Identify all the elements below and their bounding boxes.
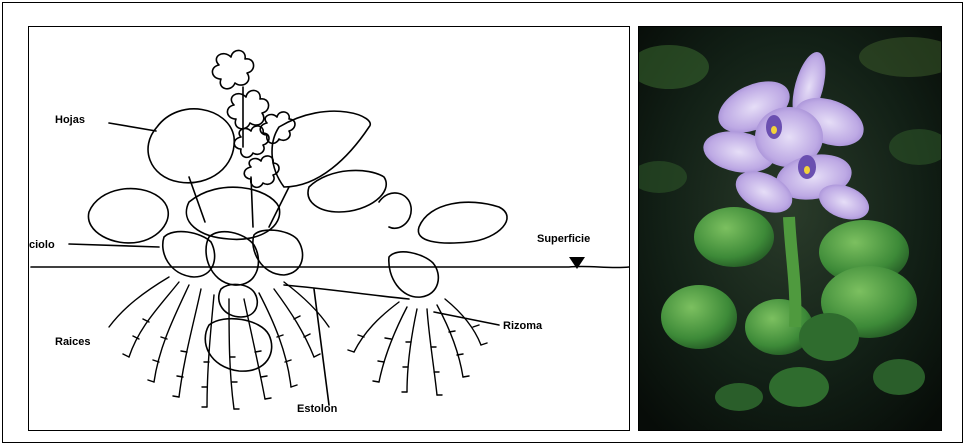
- leader-estolon: [314, 289, 329, 405]
- water-surface-line: [31, 266, 629, 267]
- label-rizoma: Rizoma: [503, 320, 543, 332]
- water-hyacinth-photo: [638, 26, 942, 431]
- label-peciolo: ciolo: [29, 239, 55, 251]
- label-hojas: Hojas: [55, 114, 85, 126]
- plant-diagram-panel: Hojas ciolo Superficie Raices Rizoma Est…: [28, 26, 630, 431]
- leaves: [88, 109, 507, 243]
- leader-hojas: [109, 123, 156, 131]
- roots-right: [348, 299, 487, 395]
- flower-stem: [789, 217, 795, 327]
- label-estolon: Estolon: [297, 403, 338, 415]
- label-superficie: Superficie: [537, 233, 590, 245]
- leader-peciolo: [69, 244, 159, 247]
- label-raices: Raices: [55, 336, 90, 348]
- plant-diagram: Hojas ciolo Superficie Raices Rizoma Est…: [29, 27, 630, 431]
- petiole-floats: [163, 230, 439, 371]
- photo-illustration: [639, 27, 942, 431]
